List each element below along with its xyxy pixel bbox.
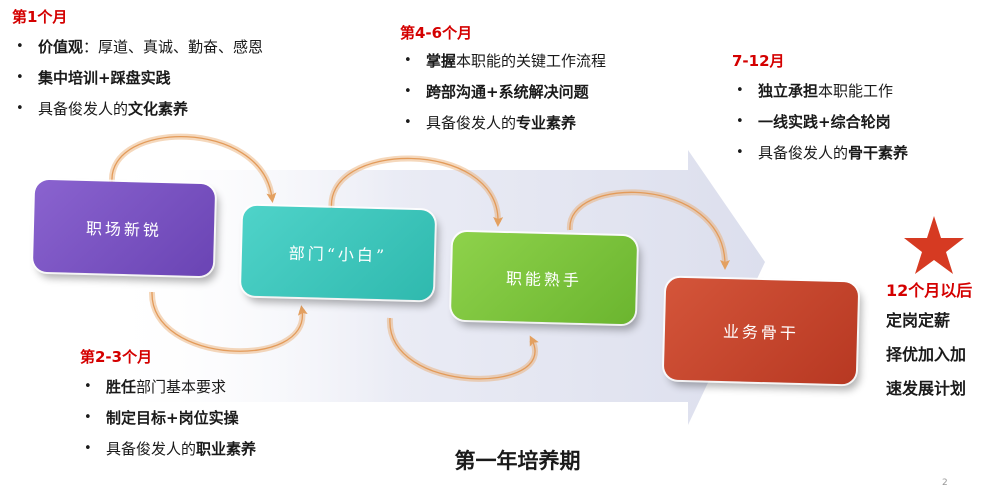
list-item: 集中培训+踩盘实践 xyxy=(12,69,263,87)
stage-box-1: 职场新锐 xyxy=(32,179,216,277)
list-item: 具备俊发人的职业素养 xyxy=(80,440,256,458)
after-line-3: 速发展计划 xyxy=(886,379,967,398)
stage-label-3: 职能熟手 xyxy=(505,269,583,290)
panel-heading: 第1个月 xyxy=(12,8,68,26)
list-item: 跨部沟通+系统解决问题 xyxy=(400,83,606,101)
stage-label-4: 业务骨干 xyxy=(722,322,800,343)
stage-box-4: 业务骨干 xyxy=(663,277,859,385)
star-icon xyxy=(904,216,964,274)
list-item: 具备俊发人的骨干素养 xyxy=(732,144,908,162)
list-item: 掌握本职能的关键工作流程 xyxy=(400,52,606,70)
panel-heading: 12个月以后 xyxy=(886,281,973,300)
panel-month-1: 第1个月 价值观：厚道、真诚、勤奋、感恩 集中培训+踩盘实践 具备俊发人的文化素… xyxy=(12,8,263,131)
list-item: 价值观：厚道、真诚、勤奋、感恩 xyxy=(12,38,263,56)
list-item: 独立承担本职能工作 xyxy=(732,82,908,100)
list-item: 具备俊发人的专业素养 xyxy=(400,114,606,132)
stage-label-2: 部门“小白” xyxy=(288,243,388,266)
panel-heading: 第4-6个月 xyxy=(400,24,473,42)
list-item: 胜任部门基本要求 xyxy=(80,378,256,396)
after-line-2: 择优加入加 xyxy=(886,345,967,364)
diagram-title: 第一年培养期 xyxy=(454,449,581,473)
panel-heading: 第2-3个月 xyxy=(80,348,153,366)
panel-month-4-6: 第4-6个月 掌握本职能的关键工作流程 跨部沟通+系统解决问题 具备俊发人的专业… xyxy=(400,24,606,145)
stage-label-1: 职场新锐 xyxy=(85,219,163,240)
page-number: 2 xyxy=(942,478,948,488)
stage-box-3: 职能熟手 xyxy=(450,231,638,325)
panel-heading: 7-12月 xyxy=(732,52,785,70)
panel-month-2-3: 第2-3个月 胜任部门基本要求 制定目标+岗位实操 具备俊发人的职业素养 xyxy=(80,348,256,471)
list-item: 制定目标+岗位实操 xyxy=(80,409,256,427)
list-item: 具备俊发人的文化素养 xyxy=(12,100,263,118)
after-line-1: 定岗定薪 xyxy=(886,311,951,330)
list-item: 一线实践+综合轮岗 xyxy=(732,113,908,131)
panel-month-7-12: 7-12月 独立承担本职能工作 一线实践+综合轮岗 具备俊发人的骨干素养 xyxy=(732,52,908,175)
panel-after-12-months: 12个月以后 定岗定薪 择优加入加 速发展计划 xyxy=(886,282,986,414)
stage-box-2: 部门“小白” xyxy=(240,205,436,301)
